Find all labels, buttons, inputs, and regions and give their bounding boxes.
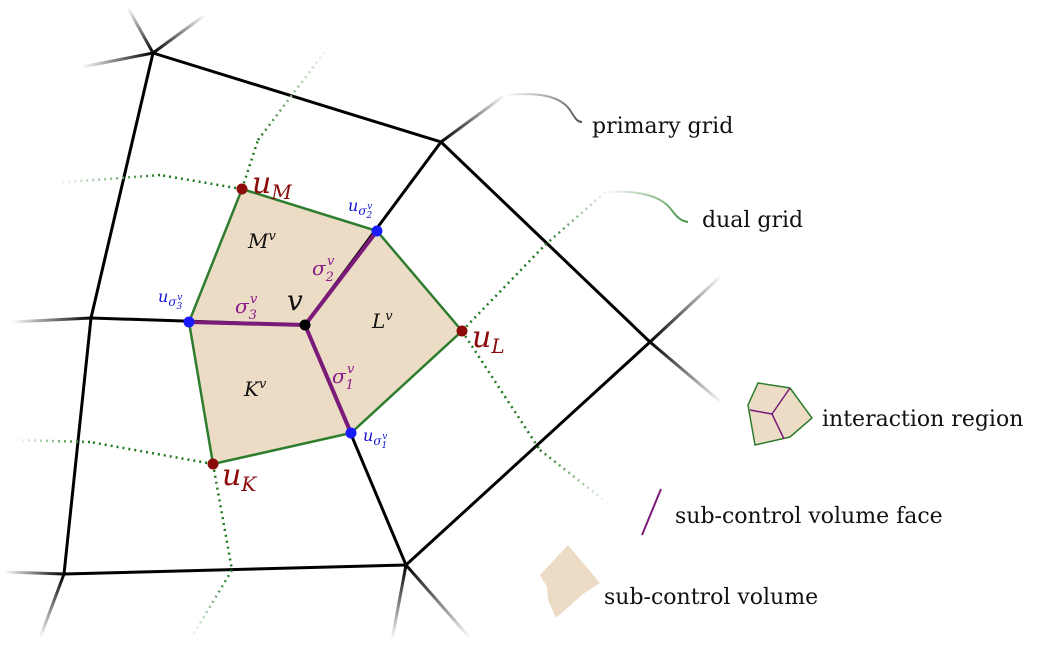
label-Lv: Lv bbox=[371, 309, 393, 333]
legend-primary-grid: primary grid bbox=[592, 114, 733, 139]
legend-sub-control-volume-face: sub-control volume face bbox=[675, 504, 943, 529]
label-sigma3v: σ3v bbox=[235, 292, 258, 323]
point-u-sigma3 bbox=[183, 316, 195, 328]
legend-interaction-region: interaction region bbox=[822, 407, 1023, 432]
interaction-region-icon bbox=[747, 382, 814, 446]
label-v: v bbox=[287, 284, 303, 317]
label-u-sigma1: uσ1v bbox=[363, 426, 387, 451]
label-uL: uL bbox=[472, 320, 505, 358]
label-uK: uK bbox=[222, 458, 257, 496]
legend-dual-grid: dual grid bbox=[702, 208, 803, 233]
primary-grid-stubs bbox=[4, 7, 724, 641]
interaction-region bbox=[189, 189, 462, 464]
face-sigma2 bbox=[303, 229, 379, 327]
label-sigma1v: σ1v bbox=[332, 362, 355, 393]
point-uL bbox=[456, 325, 468, 337]
point-u-sigma1 bbox=[345, 427, 357, 439]
label-u-sigma2: uσ2v bbox=[348, 196, 373, 221]
label-Mv: Mv bbox=[247, 229, 276, 253]
point-v bbox=[299, 319, 311, 331]
point-uM bbox=[236, 183, 248, 195]
sub-control-volume-icon bbox=[540, 545, 600, 618]
legend-sub-control-volume: sub-control volume bbox=[604, 585, 818, 610]
face-sigma3 bbox=[188, 320, 306, 327]
label-uM: uM bbox=[252, 166, 292, 204]
label-u-sigma3: uσ3v bbox=[158, 287, 183, 312]
point-u-sigma2 bbox=[371, 225, 383, 237]
label-Kv: Kv bbox=[243, 377, 267, 401]
primary-grid-leader bbox=[504, 93, 583, 123]
sub-control-volume-faces bbox=[188, 229, 379, 434]
face-sigma1 bbox=[303, 324, 353, 434]
sub-control-volume-face-icon bbox=[641, 488, 662, 536]
point-uK bbox=[207, 458, 219, 470]
dual-grid bbox=[14, 44, 611, 641]
dual-grid-leader bbox=[604, 190, 689, 223]
label-sigma2v: σ2v bbox=[312, 254, 335, 285]
